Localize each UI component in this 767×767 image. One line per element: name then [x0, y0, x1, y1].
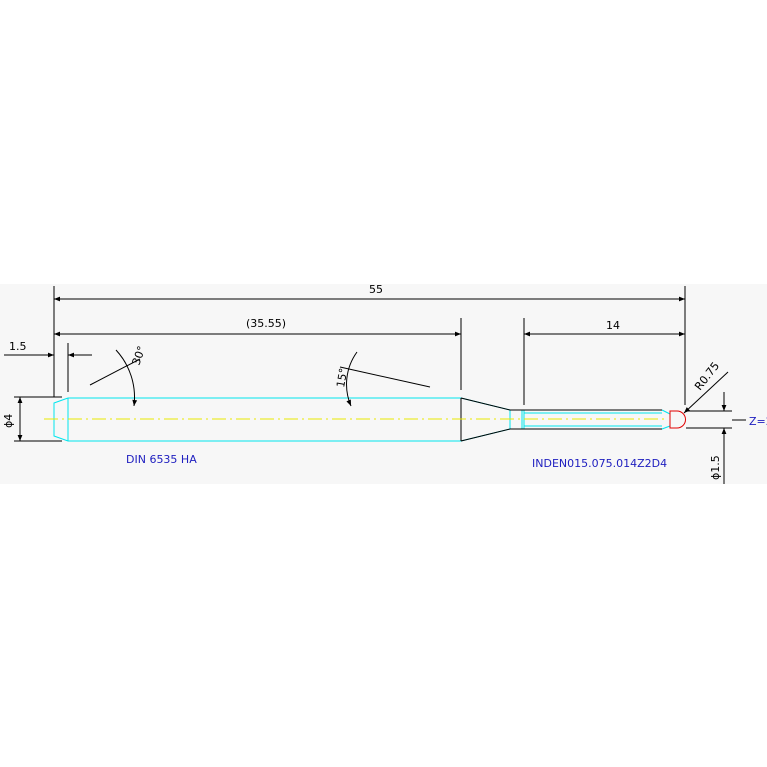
angle-15-label: 15° [334, 367, 350, 388]
drawing-band [0, 284, 767, 484]
part-code-note: INDEN015.075.014Z2D4 [532, 457, 667, 470]
shank-standard-note: DIN 6535 HA [126, 453, 197, 466]
ball-end [669, 410, 686, 429]
flute-end-top [661, 409, 671, 415]
taper-edge-bottom [460, 428, 511, 442]
angle-15-arc [346, 351, 358, 407]
ball-end-profile [669, 410, 686, 429]
angle-30-arc [115, 349, 138, 407]
flutes-label: Z=2 [749, 415, 767, 428]
flute-end-bottom [661, 425, 671, 430]
ball-dia-label: ϕ1.5 [709, 455, 722, 480]
dim-shank-label: (35.55) [246, 317, 286, 330]
dim-overall-label: 55 [369, 283, 383, 296]
angle-30-label: 30° [130, 344, 149, 367]
angle-30-leg [89, 358, 141, 386]
angle-15-leg [339, 366, 431, 388]
dim-neck-label: 14 [606, 319, 620, 332]
radius-leader [683, 371, 729, 414]
dim-dia-label: ϕ4 [2, 414, 15, 428]
dimension-lines [4, 286, 746, 484]
dim-chamfer-label: 1.5 [9, 340, 27, 353]
taper-edge-top [460, 397, 511, 411]
